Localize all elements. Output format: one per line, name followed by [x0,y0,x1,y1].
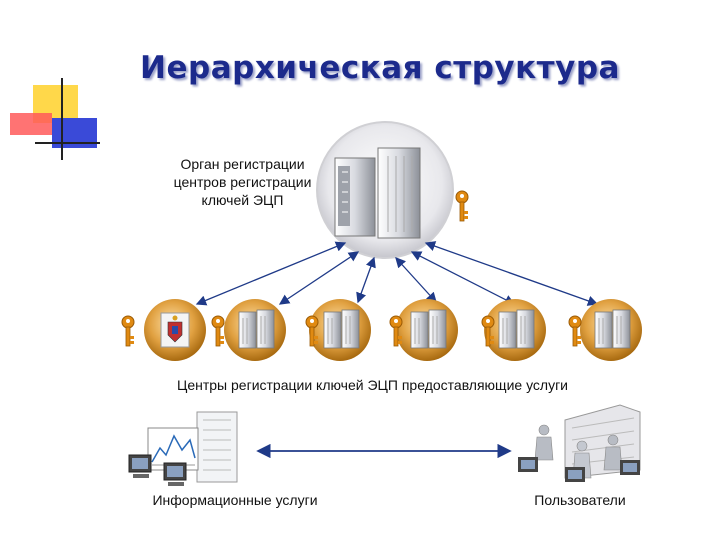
key-icon [455,190,469,222]
page-title: Иерархическая структура [140,50,620,86]
center-node [305,299,371,361]
computer-icon [565,467,585,482]
center-node [481,299,546,361]
users-label: Пользователи [534,492,626,508]
root-label-line: центров регистрации [173,174,312,190]
computer-icon [620,460,640,475]
root-node [316,121,469,259]
center-node [121,299,206,361]
centers-label: Центры регистрации ключей ЭЦП предоставл… [176,377,569,393]
root-label-line: Орган регистрации [180,156,305,172]
coat-of-arms-icon [160,312,190,348]
center-node [568,299,642,361]
computer-icon [128,454,152,478]
info-services-node [128,411,238,486]
users-node [518,404,641,482]
building-icon [196,411,238,483]
server-icon [334,147,421,239]
center-node [211,299,286,361]
hierarchy-arrows [195,241,599,306]
corner-decoration [10,78,100,160]
key-icon [568,315,582,347]
root-label: Орган регистрации центров регистрации кл… [150,155,335,209]
user-icon [534,424,554,461]
computer-icon [518,457,538,472]
key-icon [121,315,135,347]
key-icon [211,315,225,347]
center-node [389,299,458,361]
info-services-label: Информационные услуги [152,492,318,508]
computer-icon [163,462,187,486]
root-label-line: ключей ЭЦП [201,192,284,208]
user-icon [603,434,623,471]
